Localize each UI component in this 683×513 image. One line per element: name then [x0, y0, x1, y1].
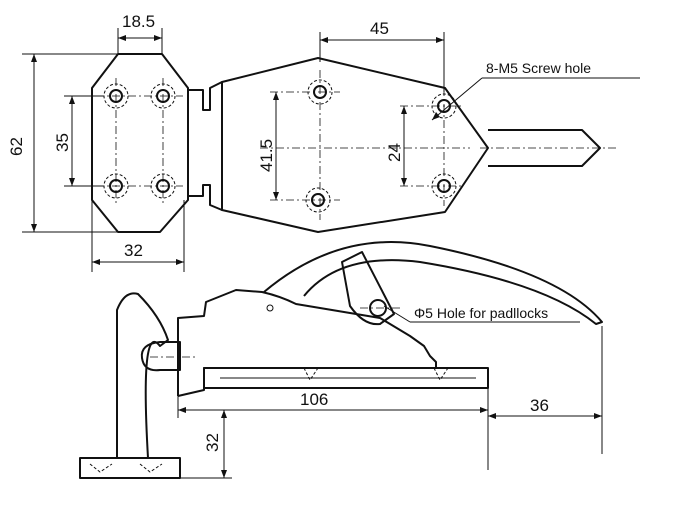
- screw-holes-left: [96, 78, 183, 205]
- screw-hole-label: 8-M5 Screw hole: [486, 60, 591, 76]
- dim-height-label: 32: [203, 433, 222, 452]
- top-view: 18.5 45 62 35: [7, 12, 640, 272]
- dim-hinge-spacing-label: 45: [370, 19, 389, 38]
- latch-body: [177, 289, 437, 397]
- dim-hole-spacing-center-label: 41.5: [257, 139, 276, 172]
- side-view: Φ5 Hole for padllocks 106 36 32: [79, 241, 603, 479]
- padlock-hole: [369, 299, 387, 317]
- dim-top-width-label: 18.5: [122, 12, 155, 31]
- dim-top-width: 18.5: [117, 12, 163, 54]
- dim-length-label: 106: [300, 390, 328, 409]
- dim-extension-label: 36: [530, 396, 549, 415]
- dim-extension: 36: [488, 326, 603, 454]
- center-plate: [221, 57, 489, 233]
- keeper: [116, 292, 169, 459]
- left-plate: [91, 53, 189, 233]
- dim-length: 106: [177, 388, 489, 470]
- padlock-hole-label: Φ5 Hole for padllocks: [414, 305, 548, 321]
- link-arm: [341, 251, 395, 326]
- dim-hole-spacing-right: 24: [385, 106, 407, 186]
- lever-handle: [263, 241, 603, 325]
- dim-height: 32: [180, 409, 232, 479]
- screw-holes-center: [260, 70, 470, 220]
- dim-hole-spacing-right-label: 24: [385, 143, 404, 162]
- hinge-connector: [188, 81, 223, 211]
- dim-hole-spacing-left: 35: [53, 95, 104, 187]
- dim-base-width: 32: [91, 200, 185, 272]
- pin-head: [140, 341, 181, 372]
- dim-hole-spacing-left-label: 35: [53, 133, 72, 152]
- dim-overall-height-label: 62: [7, 137, 26, 156]
- padlock-callout: Φ5 Hole for padllocks: [383, 305, 580, 323]
- dim-hinge-spacing: 45: [319, 19, 445, 92]
- screw-hole-callout: 8-M5 Screw hole: [431, 60, 640, 121]
- dim-base-width-label: 32: [124, 241, 143, 260]
- dim-hole-spacing-center: 41.5: [257, 92, 279, 200]
- dim-overall-height: 62: [7, 53, 118, 233]
